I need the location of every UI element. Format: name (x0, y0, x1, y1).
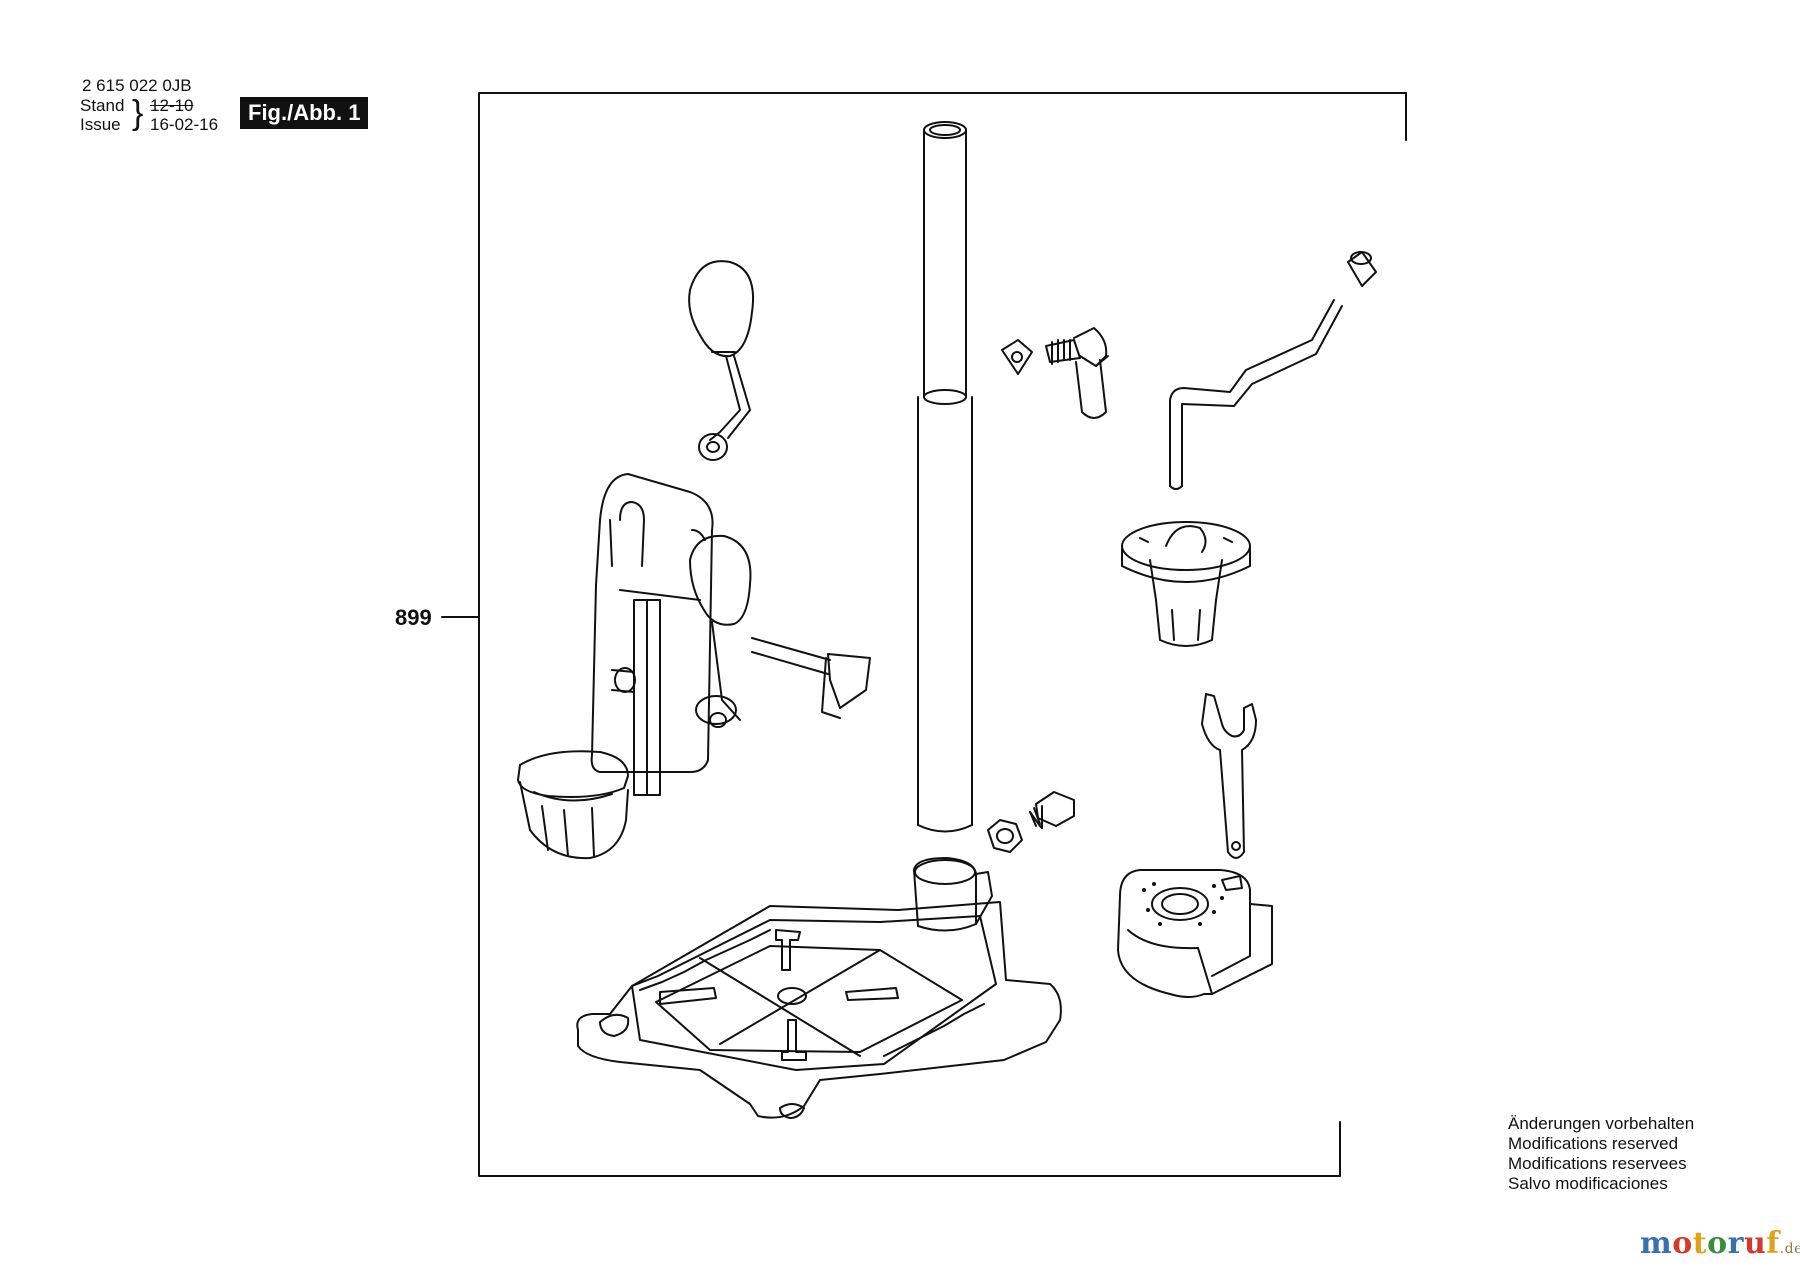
wm-letter: u (1743, 1226, 1767, 1261)
wm-letter: m (1640, 1226, 1673, 1261)
figure-label: Fig./Abb. 1 (240, 97, 369, 129)
wm-letter: f (1766, 1226, 1780, 1261)
wm-letter: t (1692, 1226, 1708, 1261)
hex-bolt (1029, 791, 1075, 829)
drill-carriage (517, 473, 871, 860)
wm-letter: o (1672, 1226, 1693, 1261)
note-line: Modifications reserved (1508, 1134, 1679, 1153)
wm-letter: r (1727, 1226, 1744, 1261)
handle-lever (688, 260, 754, 461)
wm-letter: o (1707, 1226, 1728, 1261)
frame-border (478, 92, 1407, 1177)
note-line: Modifications reservees (1508, 1154, 1687, 1173)
column-tube (917, 121, 973, 833)
square-nut (1001, 339, 1033, 375)
brace-icon: } (132, 94, 144, 132)
spanner-wrench (1201, 693, 1257, 859)
base-plate (576, 857, 1062, 1119)
note-line: Änderungen vorbehalten (1508, 1114, 1695, 1133)
depth-rod (1169, 299, 1343, 490)
issue-label: Issue (80, 115, 121, 134)
clamp-housing (1117, 869, 1273, 998)
issue-value: 16-02-16 (150, 115, 219, 134)
l-bolt-knob (1045, 327, 1109, 419)
tool-holder-adapter (1121, 521, 1251, 647)
watermark-logo: motoruf.de (1640, 1226, 1800, 1261)
note-line: Salvo modificaciones (1508, 1174, 1668, 1193)
rod-cap (1347, 251, 1377, 287)
modifications-note: Änderungen vorbehalten Modifications res… (1508, 1114, 1694, 1194)
stand-value: 12-10 (150, 96, 194, 115)
part-number: 2 615 022 0JB (82, 76, 192, 95)
callout-number: 899 (395, 605, 432, 630)
hex-nut (987, 819, 1023, 853)
wm-suffix: .de (1779, 1241, 1800, 1257)
stand-label: Stand (80, 96, 125, 115)
